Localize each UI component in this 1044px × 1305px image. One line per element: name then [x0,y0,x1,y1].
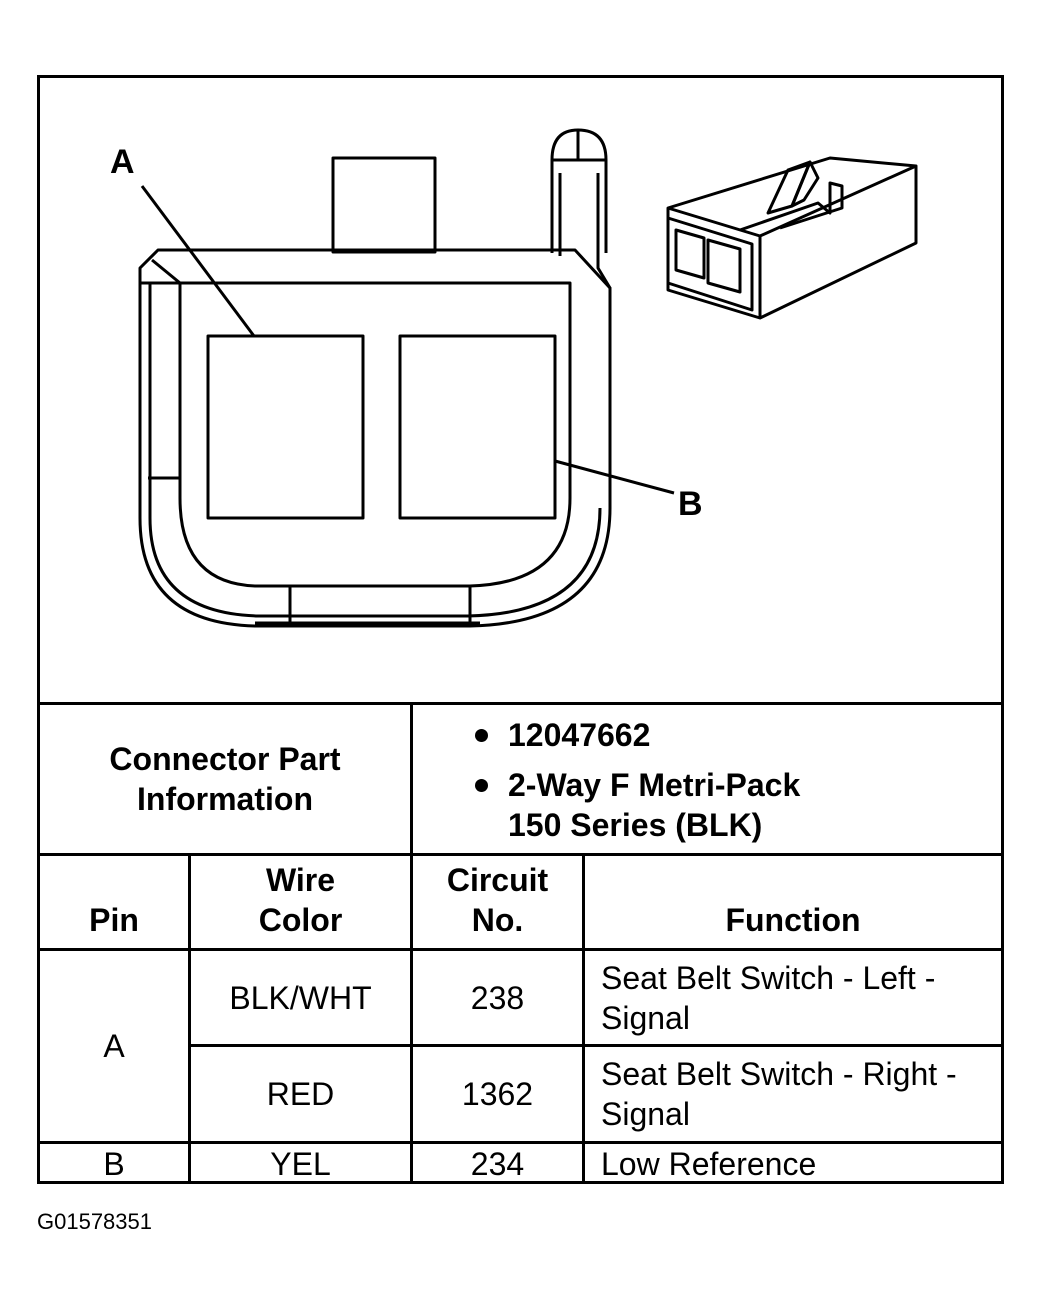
table-cell-circuit-no: 234 [413,1144,582,1184]
grid-line [582,853,585,1184]
connector-drawing: A B [110,128,918,628]
table-cell-function: Seat Belt Switch - Left - Signal [585,951,1001,1044]
header-wire-color: Wire Color [191,856,410,948]
connector-latch-tab [331,156,437,254]
header-function: Function [585,856,1001,948]
part-description-line1: 2-Way F Metri-Pack [508,767,801,803]
table-cell-pin: A [40,951,188,1141]
function-text: Seat Belt Switch - Right - Signal [601,1056,957,1132]
connector-part-info-values: 12047662 2-Way F Metri-Pack 150 Series (… [412,705,1001,853]
circuit-no-text: 238 [470,979,525,1016]
callout-b-leader [554,459,675,495]
connector-body [138,248,612,628]
bullet-icon [475,729,488,742]
header-function-text: Function [725,902,861,938]
figure-id: G01578351 [37,1209,152,1234]
bullet-icon [475,779,488,792]
grid-line [40,1141,1001,1144]
part-description-item: 2-Way F Metri-Pack 150 Series (BLK) [412,765,1001,845]
grid-line [188,853,191,1184]
connector-part-info-label-text: Connector Part Information [109,741,341,817]
connector-part-info-label: Connector Part Information [40,705,410,853]
table-cell-circuit-no: 1362 [413,1047,582,1141]
part-number: 12047662 [508,717,651,753]
connector-isometric-view [666,156,918,320]
connector-figure-frame: A B Connector Part Information 12047662 … [37,75,1004,1184]
pin-a-text: A [103,1028,125,1064]
terminal-cavity-b [398,334,557,520]
function-text: Seat Belt Switch - Left - Signal [601,959,936,1036]
grid-line [410,702,413,856]
callout-a-leader [140,185,256,337]
circuit-no-text: 234 [470,1146,525,1182]
pin-b-text: B [103,1146,125,1182]
table-cell-wire-color: RED [191,1047,410,1141]
header-wire-color-text: Wire Color [258,862,343,938]
wire-color-text: BLK/WHT [229,979,372,1016]
grid-line [40,948,1001,951]
table-cell-wire-color: YEL [191,1144,410,1184]
terminal-cavity-a [206,334,365,520]
table-cell-circuit-no: 238 [413,951,582,1044]
part-description-line2: 150 Series (BLK) [508,807,763,843]
header-pin: Pin [40,856,188,948]
grid-line [188,1044,1001,1047]
header-pin-text: Pin [89,902,139,938]
function-text: Low Reference [601,1146,817,1182]
table-cell-wire-color: BLK/WHT [191,951,410,1044]
table-cell-function: Seat Belt Switch - Right - Signal [585,1047,1001,1141]
callout-a-label: A [110,143,135,181]
table-cell-pin: B [40,1144,188,1184]
grid-line [410,853,413,1184]
wire-color-text: RED [266,1076,335,1112]
part-number-item: 12047662 [412,715,1001,755]
callout-b-label: B [678,485,703,523]
grid-line [40,702,1001,705]
header-circuit-no: Circuit No. [413,856,582,948]
connector-lock-arm [550,128,612,508]
grid-line [40,853,1001,856]
circuit-no-text: 1362 [461,1076,534,1112]
header-circuit-no-text: Circuit No. [446,862,549,938]
table-cell-function: Low Reference [585,1144,1001,1184]
wire-color-text: YEL [270,1146,331,1182]
